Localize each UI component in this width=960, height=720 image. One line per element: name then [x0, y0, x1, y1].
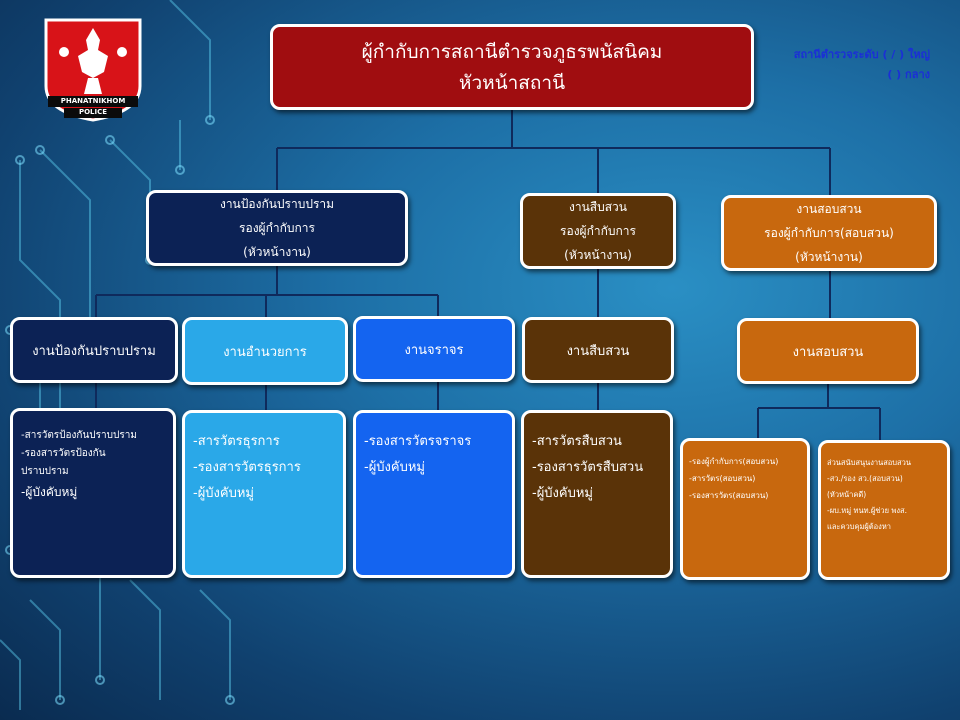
deputy-box-crime-prevention: งานป้องกันปราบปราม รองผู้กำกับการ (หัวหน…	[146, 190, 408, 266]
deputy-line: งานสืบสวน	[568, 200, 627, 214]
staff-line: ส่วนสนับสนุนงานสอบสวน	[827, 458, 911, 467]
deputy-line: (หัวหน้างาน)	[243, 245, 311, 259]
unit-box-crime-prevention: งานป้องกันปราบปราม	[10, 317, 178, 383]
deputy-line: รองผู้กำกับการ(สอบสวน)	[764, 226, 894, 240]
staff-line: -สว./รอง สว.(สอบสวน)	[827, 474, 903, 483]
unit-label: งานจราจร	[404, 342, 464, 358]
staff-line: (หัวหน้าคดี)	[827, 490, 867, 499]
staff-line: -รองสารวัตรสืบสวน	[532, 460, 644, 475]
staff-line: -สารวัตร(สอบสวน)	[689, 474, 756, 483]
header-subtitle: หัวหน้าสถานี	[458, 72, 566, 94]
unit-box-traffic: งานจราจร	[353, 316, 515, 382]
staff-box-inquiry-officers: -รองผู้กำกับการ(สอบสวน) -สารวัตร(สอบสวน)…	[680, 438, 810, 580]
deputy-line: รองผู้กำกับการ	[239, 221, 315, 235]
staff-line: -รองสารวัตร(สอบสวน)	[689, 491, 769, 500]
staff-line: -ผู้บังคับหมู่	[532, 486, 593, 501]
unit-label: งานอำนวยการ	[223, 344, 307, 360]
staff-line: -ผู้บังคับหมู่	[193, 486, 254, 501]
staff-box-crime-prevention: -สารวัตรป้องกันปราบปราม -รองสารวัตรป้องก…	[10, 408, 176, 578]
unit-box-inquiry: งานสอบสวน	[737, 318, 919, 384]
deputy-box-investigation: งานสืบสวน รองผู้กำกับการ (หัวหน้างาน)	[520, 193, 676, 269]
staff-line: ปราบปราม	[21, 466, 69, 477]
staff-line: -สารวัตรธุรการ	[193, 434, 280, 449]
staff-line: -รองสารวัตรป้องกัน	[21, 448, 106, 459]
police-shield-icon	[44, 18, 142, 122]
staff-box-traffic: -รองสารวัตรจราจร -ผู้บังคับหมู่	[353, 410, 515, 578]
station-level-note: สถานีตำรวจระดับ ( / ) ใหญ่ ( ) กลาง	[794, 45, 930, 85]
staff-line: -รองสารวัตรจราจร	[364, 434, 472, 449]
station-level-large: สถานีตำรวจระดับ ( / ) ใหญ่	[793, 48, 930, 61]
staff-line: -รองสารวัตรธุรการ	[193, 460, 301, 475]
staff-line: และควบคุมผู้ต้องหา	[827, 522, 891, 531]
police-logo: PHANATNIKHOM POLICE	[42, 16, 144, 122]
staff-line: -รองผู้กำกับการ(สอบสวน)	[689, 457, 779, 466]
staff-box-administration: -สารวัตรธุรการ -รองสารวัตรธุรการ -ผู้บัง…	[182, 410, 346, 578]
unit-box-investigation: งานสืบสวน	[522, 317, 674, 383]
deputy-line: (หัวหน้างาน)	[795, 250, 863, 264]
deputy-line: งานสอบสวน	[796, 202, 862, 216]
staff-line: -ผู้บังคับหมู่	[364, 460, 425, 475]
unit-box-administration: งานอำนวยการ	[182, 317, 348, 385]
unit-label: งานสอบสวน	[792, 344, 864, 360]
deputy-line: รองผู้กำกับการ	[560, 224, 636, 238]
unit-label: งานป้องกันปราบปราม	[32, 343, 156, 359]
deputy-box-inquiry: งานสอบสวน รองผู้กำกับการ(สอบสวน) (หัวหน้…	[721, 195, 937, 271]
staff-line: -ผบ.หมู่ ทนท.ผู้ช่วย พงส.	[827, 506, 907, 515]
logo-top-text: PHANATNIKHOM	[60, 97, 126, 105]
deputy-line: งานป้องกันปราบปราม	[219, 197, 335, 211]
staff-line: -สารวัตรป้องกันปราบปราม	[21, 430, 137, 441]
header-box-superintendent: ผู้กำกับการสถานีตำรวจภูธรพนัสนิคม หัวหน้…	[270, 24, 754, 110]
unit-label: งานสืบสวน	[566, 343, 630, 359]
staff-line: -ผู้บังคับหมู่	[21, 485, 78, 499]
staff-line: -สารวัตรสืบสวน	[532, 434, 622, 449]
staff-box-investigation: -สารวัตรสืบสวน -รองสารวัตรสืบสวน -ผู้บัง…	[521, 410, 673, 578]
station-level-medium: ( ) กลาง	[887, 68, 930, 81]
staff-box-inquiry-support: ส่วนสนับสนุนงานสอบสวน -สว./รอง สว.(สอบสว…	[818, 440, 950, 580]
header-title: ผู้กำกับการสถานีตำรวจภูธรพนัสนิคม	[361, 41, 663, 63]
deputy-line: (หัวหน้างาน)	[564, 248, 632, 262]
logo-bottom-text: POLICE	[78, 108, 108, 116]
